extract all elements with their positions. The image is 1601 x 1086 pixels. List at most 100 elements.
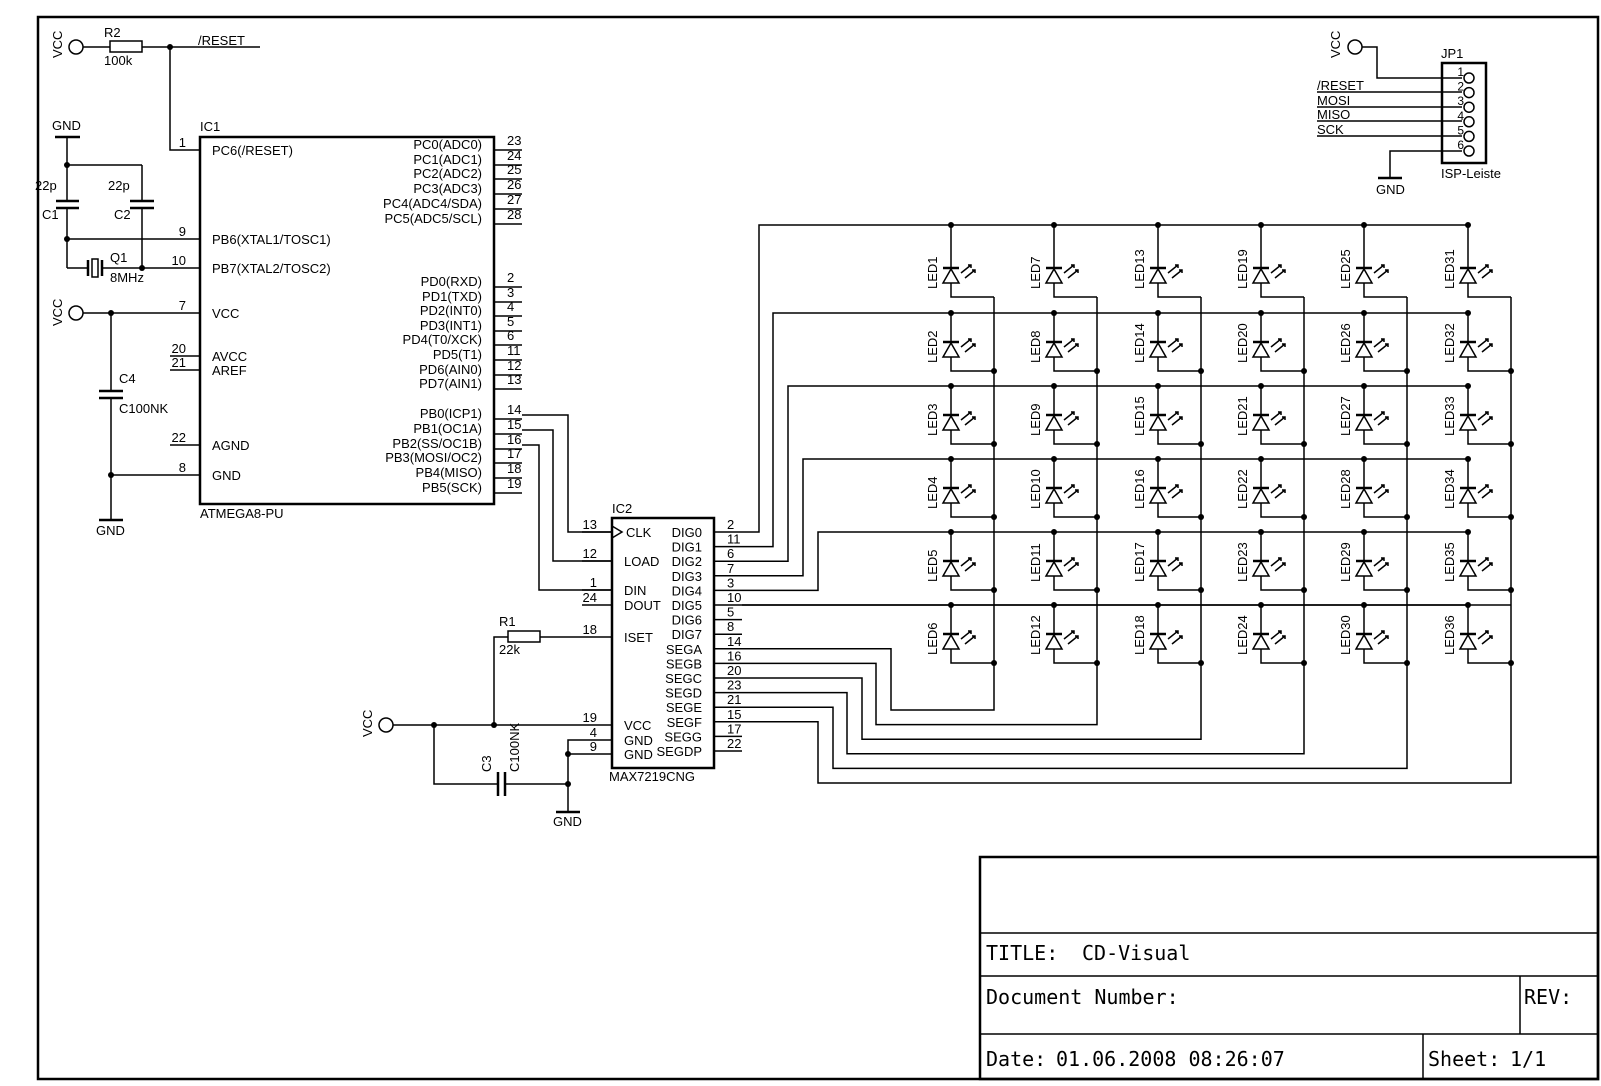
led-label: LED29 <box>1338 542 1353 582</box>
led-label: LED30 <box>1338 615 1353 655</box>
ic2-pin-number: 12 <box>583 546 597 561</box>
led-symbol <box>1044 630 1079 650</box>
ic1-pin-number: 10 <box>172 253 186 268</box>
jp1-value: ISP-Leiste <box>1441 166 1501 181</box>
ic2-part: MAX7219CNG <box>609 769 695 784</box>
ic1-pin-label: PB0(ICP1) <box>420 406 482 421</box>
led-symbol <box>1354 338 1389 358</box>
ic1-pin-number: 14 <box>507 402 521 417</box>
gnd-label-bottom: GND <box>553 814 582 829</box>
ic2-pin-number: 17 <box>727 721 741 736</box>
ic2-pin-number: 4 <box>590 725 597 740</box>
ic1-pin-label: PC3(ADC3) <box>413 181 482 196</box>
led-symbol <box>1251 557 1286 577</box>
vcc-label-jp1: VCC <box>1328 31 1343 58</box>
ic1-pin-label: PD7(AIN1) <box>419 376 482 391</box>
ic1-name: IC1 <box>200 119 220 134</box>
ic1-pin-number: 19 <box>507 476 521 491</box>
led-symbol <box>941 630 976 650</box>
ic1-pin-number: 25 <box>507 162 521 177</box>
led-label: LED34 <box>1442 469 1457 509</box>
led-label: LED15 <box>1132 396 1147 436</box>
led-label: LED19 <box>1235 249 1250 289</box>
led-label: LED32 <box>1442 323 1457 363</box>
led-label: LED28 <box>1338 469 1353 509</box>
led-symbol <box>1458 338 1493 358</box>
jp1-name: JP1 <box>1441 46 1463 61</box>
ic1-pin-number: 11 <box>507 343 521 358</box>
ic2-pin-number: 3 <box>727 575 734 590</box>
vcc-symbol-r2: VCC <box>50 31 110 58</box>
ic2-pin-number: 7 <box>727 561 734 576</box>
ic1-pin-label: PC6(/RESET) <box>212 143 293 158</box>
title-value: CD-Visual <box>1082 941 1190 965</box>
ic2-pin-label: SEGB <box>666 656 702 671</box>
led-matrix-wiring <box>742 222 1514 784</box>
capacitor-c1: 22p C1 <box>35 178 79 222</box>
ic2-pin-number: 9 <box>590 739 597 754</box>
ic2-pin-number: 1 <box>590 575 597 590</box>
led-symbol <box>1251 338 1286 358</box>
ic2-name: IC2 <box>612 501 632 516</box>
ic2-pin-label: GND <box>624 747 653 762</box>
jp1-pin-number: 3 <box>1457 94 1464 108</box>
ic2-pin-label: CLK <box>626 525 652 540</box>
ic2-pin-label: DIG3 <box>672 569 702 584</box>
ic1-pin-label: PB3(MOSI/OC2) <box>385 450 482 465</box>
ic2-pin-label: SEGDP <box>656 744 702 759</box>
r1-value: 22k <box>499 642 520 657</box>
ic2-pin-number: 11 <box>727 532 741 547</box>
jp1-net-mosi: MOSI <box>1317 93 1350 108</box>
led-label: LED7 <box>1028 256 1043 289</box>
ic2-pin-number: 6 <box>727 546 734 561</box>
led-label: LED33 <box>1442 396 1457 436</box>
jp1-net-reset: /RESET <box>1317 78 1364 93</box>
ic1-left-pins: PC6(/RESET)1PB6(XTAL1/TOSC1)9PB7(XTAL2/T… <box>172 135 331 483</box>
ic2-body <box>610 516 716 770</box>
led-label: LED12 <box>1028 615 1043 655</box>
capacitor-c2: 22p C2 <box>108 178 154 222</box>
led-label: LED36 <box>1442 615 1457 655</box>
rev-label: REV: <box>1524 985 1572 1009</box>
led-symbol <box>941 338 976 358</box>
reset-net-label: /RESET <box>198 33 245 48</box>
jp1-body <box>1440 61 1488 165</box>
ic1-pin-label: AGND <box>212 438 250 453</box>
led-symbol <box>1458 264 1493 284</box>
ic1-pin-number: 8 <box>179 460 186 475</box>
ic1-pin-number: 4 <box>507 299 514 314</box>
ic1-pin-label: PD1(TXD) <box>422 289 482 304</box>
date-label: Date: <box>986 1047 1046 1071</box>
ic2-pin-number: 13 <box>583 517 597 532</box>
led-symbol <box>1354 264 1389 284</box>
led-symbol <box>1251 630 1286 650</box>
c3-name: C3 <box>479 755 494 772</box>
ic1-pin-label: PC1(ADC1) <box>413 152 482 167</box>
q1-name: Q1 <box>110 250 127 265</box>
led-symbol <box>941 557 976 577</box>
ic1-pin-number: 23 <box>507 133 521 148</box>
ic2-pin-label: SEGA <box>666 642 702 657</box>
ic1-pin-number: 6 <box>507 328 514 343</box>
ic1-pin-label: PD4(T0/XCK) <box>403 332 482 347</box>
ic2-pin-label: SEGF <box>667 715 702 730</box>
ic1-pin-number: 5 <box>507 314 514 329</box>
sheet-frame <box>36 15 1600 1081</box>
ic2-pin-number: 8 <box>727 619 734 634</box>
led-symbol <box>1251 484 1286 504</box>
ic1-pin-number: 18 <box>507 461 521 476</box>
led-symbol <box>941 411 976 431</box>
vcc-label-3: VCC <box>360 710 375 737</box>
led-label: LED16 <box>1132 469 1147 509</box>
ic2-pin-label: DIG7 <box>672 627 702 642</box>
ic2-pin-label: ISET <box>624 630 653 645</box>
ic1-pin-label: VCC <box>212 306 239 321</box>
led-label: LED2 <box>925 330 940 363</box>
led-symbol <box>941 484 976 504</box>
ic1-pin-number: 16 <box>507 432 521 447</box>
date-value: 01.06.2008 08:26:07 <box>1056 1047 1285 1071</box>
jp1-pin-number: 4 <box>1457 109 1464 123</box>
r2-name: R2 <box>104 25 121 40</box>
ic2-pin-number: 18 <box>583 622 597 637</box>
